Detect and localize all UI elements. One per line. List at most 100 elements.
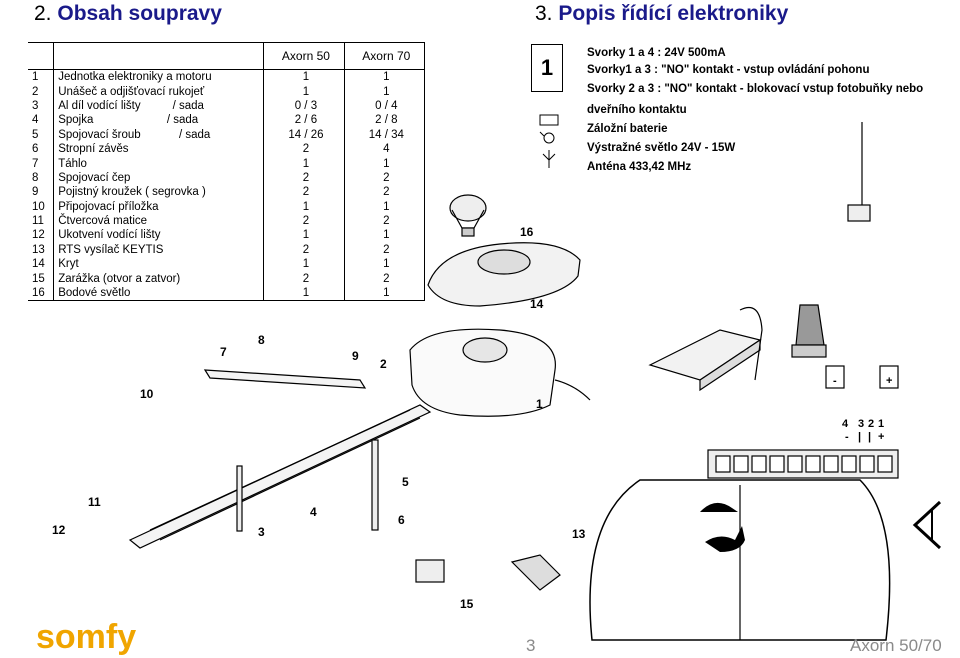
spec-line: Svorky 2 a 3 : "NO" kontakt - blokovací …: [587, 83, 924, 95]
terminal-number: 1: [878, 418, 884, 430]
row-number: 2: [28, 84, 55, 99]
qty-axorn50: 0 / 3: [263, 98, 345, 114]
part-callout-label: 9: [352, 349, 359, 363]
turtle-icon: [700, 502, 738, 512]
qty-axorn50: 2: [263, 185, 345, 200]
qty-axorn50: 14 / 26: [263, 127, 345, 142]
arm-icon: [203, 369, 367, 389]
logo-somfy: somfy: [36, 618, 136, 656]
qty-axorn70: 14 / 34: [343, 127, 426, 142]
row-number: 5: [28, 127, 55, 142]
spec-line: Záložní baterie: [587, 123, 668, 135]
terminal-number: 2: [868, 418, 874, 430]
qty-axorn70: 1: [343, 228, 426, 243]
terminal-block-icon: [707, 365, 899, 479]
motor-unit-icon: [409, 328, 591, 417]
cover-icon: [427, 242, 581, 307]
qty-axorn50: 1: [263, 199, 345, 214]
rail-icon: [128, 404, 432, 549]
part-name: Spojka / sada: [58, 114, 199, 127]
row-number: 4: [28, 113, 55, 128]
terminal-plus: +: [886, 375, 892, 387]
spec-line: Anténa 433,42 MHz: [587, 161, 692, 173]
part-callout-label: 14: [530, 297, 544, 311]
section-2-title: 2. Obsah soupravy: [34, 2, 222, 26]
row-number: 16: [28, 285, 55, 302]
row-number: 7: [28, 156, 55, 171]
part-callout-label: 11: [88, 495, 101, 509]
warning-light-icon: [791, 304, 827, 358]
part-name: Spojovací šroub / sada: [58, 128, 211, 141]
remote-icon: [510, 554, 561, 591]
qty-axorn70: 1: [343, 156, 426, 171]
qty-axorn50: 2: [263, 141, 345, 157]
col-header-axorn50: Axorn 50: [263, 42, 345, 70]
qty-axorn70: 0 / 4: [343, 98, 426, 114]
part-callout-label: 2: [380, 357, 387, 371]
part-callout-label: 7: [220, 345, 227, 359]
qty-axorn50: 2: [263, 213, 345, 229]
section-2-text: Obsah soupravy: [57, 2, 222, 25]
qty-axorn70: 2 / 8: [343, 113, 426, 128]
row-number: 11: [28, 213, 55, 229]
qty-axorn70: 1: [343, 199, 426, 214]
part-name: Jednotka elektroniky a motoru: [58, 71, 212, 84]
battery-icon: [539, 114, 559, 126]
footer-model: Axorn 50/70: [850, 636, 942, 655]
row-number: 15: [28, 271, 55, 286]
qty-axorn50: 1: [263, 84, 345, 99]
part-name: Zarážka (otvor a zatvor): [58, 272, 181, 285]
spec-line: dveřního kontaktu: [587, 104, 687, 116]
row-number: 9: [28, 185, 55, 200]
stop-block-icon: [415, 559, 445, 583]
section-3-title: 3. Popis řídící elektroniky: [535, 2, 788, 26]
part-name: Pojistný kroužek ( segrovka ): [58, 186, 206, 199]
spec-line: Svorky 1 a 4 : 24V 500mA: [587, 47, 726, 59]
qty-axorn50: 1: [263, 285, 345, 302]
battery-pack-icon: [648, 306, 763, 392]
qty-axorn50: 2: [263, 271, 345, 286]
electronics-specs: Svorky 1 a 4 : 24V 500mA Svorky1 a 3 : "…: [587, 44, 923, 177]
part-name: Táhlo: [58, 157, 87, 170]
qty-axorn70: 1: [343, 69, 426, 85]
part-name: Al díl vodící lišty / sada: [58, 99, 204, 112]
part-callout-label: 4: [310, 505, 317, 519]
qty-axorn50: 1: [263, 156, 345, 171]
part-callout-label: 10: [140, 387, 154, 401]
part-name: Čtvercová matice: [58, 215, 148, 228]
part-name: Ukotvení vodící lišty: [58, 229, 161, 242]
part-callout-label: 12: [52, 523, 66, 537]
qty-axorn70: 4: [343, 141, 426, 157]
logo-text: somfy: [36, 618, 136, 656]
qty-axorn70: 2: [343, 213, 426, 229]
qty-axorn70: 2: [343, 185, 426, 200]
qty-axorn70: 1: [343, 84, 426, 99]
qty-axorn50: 1: [263, 69, 345, 85]
qty-axorn50: 2 / 6: [263, 113, 345, 128]
antenna-icon: [847, 122, 871, 222]
part-callout-label: 16: [520, 225, 534, 239]
ceiling-bracket-icon: [236, 439, 379, 532]
remote-keytis-icon: [589, 479, 891, 641]
row-number: 6: [28, 141, 55, 157]
spot-light-icon: [449, 194, 487, 237]
qty-axorn70: 1: [343, 285, 426, 302]
spec-line: Výstražné světlo 24V - 15W: [587, 142, 736, 154]
qty-axorn70: 1: [343, 257, 426, 272]
